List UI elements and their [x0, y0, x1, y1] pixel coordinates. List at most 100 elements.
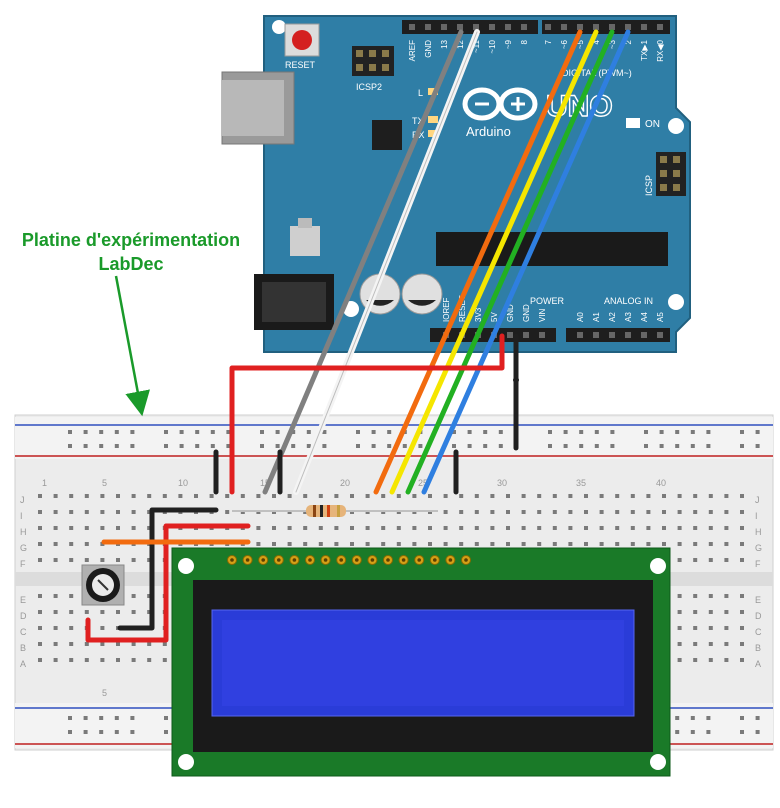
rail-hole	[467, 430, 472, 434]
rail-hole	[306, 430, 311, 434]
rail-hole	[164, 444, 168, 448]
breadboard-hole	[521, 526, 526, 530]
header-socket	[521, 24, 527, 30]
breadboard-hole	[53, 494, 58, 498]
analog-pin-label: A3	[624, 312, 633, 322]
breadboard-hole	[69, 610, 74, 614]
breadboard-hole	[396, 542, 401, 546]
column-number: 30	[497, 478, 507, 488]
breadboard-hole	[428, 542, 432, 546]
breadboard-hole	[708, 626, 713, 630]
breadboard-hole	[677, 558, 682, 562]
breadboard-hole	[724, 558, 729, 562]
breadboard-hole	[630, 494, 635, 498]
breadboard-hole	[303, 526, 308, 530]
breadboard-hole	[708, 594, 713, 598]
breadboard-hole	[584, 526, 588, 530]
digital-pin-label: 4	[592, 39, 601, 44]
digital-pin-label: ~6	[560, 39, 569, 49]
rail-hole	[483, 430, 488, 434]
breadboard-hole	[584, 510, 588, 514]
breadboard-hole	[521, 494, 526, 498]
breadboard-hole	[724, 658, 729, 662]
breadboard-hole	[708, 510, 713, 514]
reset-label: RESET	[285, 60, 316, 70]
breadboard-hole	[38, 642, 42, 646]
header-socket	[457, 24, 463, 30]
breadboard-hole	[69, 642, 74, 646]
breadboard-hole	[131, 510, 136, 514]
rail-hole	[418, 444, 423, 448]
breadboard-hole	[53, 526, 58, 530]
rail-hole	[114, 430, 119, 434]
breadboard-hole	[506, 526, 510, 530]
breadboard-hole	[724, 494, 729, 498]
breadboard-hole	[100, 510, 105, 514]
rail-hole	[356, 430, 360, 434]
row-letter: J	[20, 495, 25, 505]
rail-hole	[690, 430, 695, 434]
rail-hole	[99, 444, 104, 448]
header-socket	[641, 332, 647, 338]
rail-hole	[706, 444, 711, 448]
rail-hole	[83, 430, 88, 434]
on-label: ON	[645, 119, 660, 130]
breadboard-hole	[334, 526, 339, 530]
breadboard-hole	[131, 526, 136, 530]
digital-pin-label: TX▶1	[640, 39, 649, 60]
row-letter: B	[20, 643, 26, 653]
digital-header-left	[402, 20, 538, 34]
breadboard-hole	[662, 494, 666, 498]
breadboard-hole	[474, 510, 479, 514]
breadboard-hole	[693, 494, 698, 498]
breadboard-hole	[428, 526, 432, 530]
rail-hole	[371, 444, 376, 448]
breadboard-hole	[724, 594, 729, 598]
rail-hole	[740, 444, 744, 448]
breadboard-hole	[584, 494, 588, 498]
breadboard-hole	[131, 558, 136, 562]
rail-hole	[260, 444, 264, 448]
wire-red-pot	[85, 523, 251, 643]
header-socket	[577, 24, 583, 30]
breadboard-hole	[459, 510, 464, 514]
header-socket	[609, 332, 615, 338]
breadboard-hole	[646, 526, 651, 530]
breadboard-hole	[568, 526, 573, 530]
breadboard-hole	[568, 494, 573, 498]
rail-hole	[179, 430, 184, 434]
breadboard-hole	[53, 542, 58, 546]
breadboard-hole	[334, 542, 339, 546]
mounting-hole	[272, 20, 286, 34]
rail-hole	[579, 444, 584, 448]
header-socket	[505, 24, 511, 30]
breadboard-hole	[552, 526, 557, 530]
rail-hole	[659, 444, 664, 448]
breadboard-hole	[350, 542, 354, 546]
header-socket	[593, 332, 599, 338]
usb-port-inner	[222, 80, 284, 136]
header-socket	[523, 332, 529, 338]
breadboard-hole	[740, 494, 744, 498]
lcd-pin-hole	[386, 558, 390, 562]
breadboard-hole	[53, 658, 58, 662]
rail-hole	[483, 444, 488, 448]
rail-hole	[306, 444, 311, 448]
breadboard-hole	[740, 510, 744, 514]
arduino-brand: Arduino	[466, 124, 511, 139]
breadboard-hole	[724, 642, 729, 646]
breadboard-hole	[459, 494, 464, 498]
header-socket	[609, 24, 615, 30]
breadboard-hole	[568, 510, 573, 514]
breadboard-hole	[287, 494, 292, 498]
breadboard-hole	[537, 542, 542, 546]
wires	[85, 29, 631, 643]
breadboard-hole	[69, 594, 74, 598]
breadboard-hole	[537, 510, 542, 514]
rail-hole	[498, 430, 503, 434]
lcd-pin-hole	[230, 558, 234, 562]
rail-hole	[114, 730, 119, 734]
breadboard-hole	[116, 658, 120, 662]
power-pin-label: IOREF	[442, 297, 451, 322]
breadboard-hole	[38, 526, 42, 530]
